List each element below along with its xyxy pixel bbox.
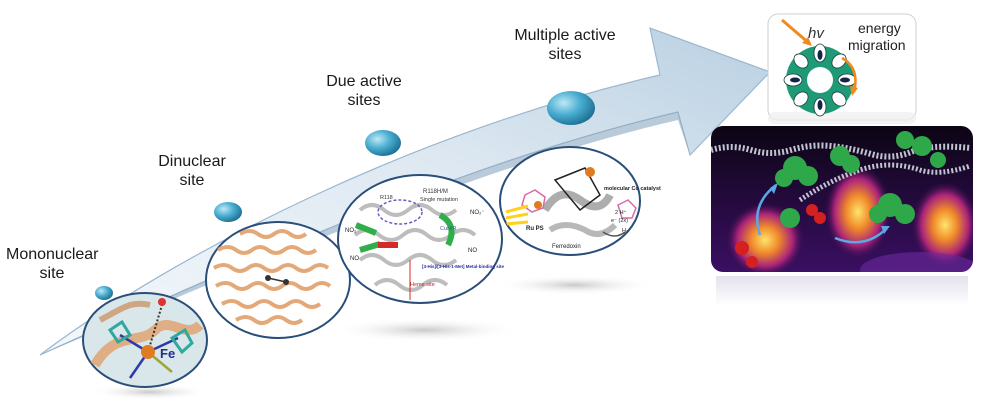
due-mutation-sub: Single mutation — [420, 197, 458, 203]
sphere-multiple — [547, 91, 595, 125]
inset-due — [337, 174, 503, 304]
stage-label-multiple: Multiple active sites — [514, 27, 616, 63]
afm-heatmap-panel — [711, 126, 973, 306]
multi-protein: Ferredoxin — [552, 244, 581, 250]
inset-multiple — [499, 146, 641, 256]
stage-label-mononuclear: Mononuclear site — [6, 246, 99, 282]
energy-migration-panel — [767, 13, 917, 124]
due-mutation: R118H/M — [423, 189, 448, 195]
sphere-due — [365, 130, 401, 156]
multi-electrons: e⁻ (2x) — [611, 218, 628, 224]
migration-label: migration — [848, 37, 906, 53]
due-no-2: NO — [350, 256, 359, 262]
sphere-mononuclear — [95, 286, 113, 300]
multi-product: H₂ — [622, 228, 628, 234]
due-cunir: CuNIR — [440, 226, 457, 232]
fe-label: Fe — [160, 346, 175, 361]
due-site-label: [3-His]/[3-His-1-Met] Metal-binding site — [422, 264, 504, 269]
inset-dinuclear — [205, 221, 351, 339]
due-no-3: NO₂⁻ — [470, 210, 485, 216]
shadow-mono — [90, 384, 210, 400]
multi-ps: Ru PS — [526, 226, 544, 232]
shadow-due — [330, 318, 520, 342]
multi-protons: 2 H⁺ — [615, 209, 627, 216]
stage-label-due: Due active sites — [326, 73, 402, 109]
energy-label: energy — [858, 20, 901, 36]
shadow-multi — [495, 275, 655, 295]
due-heme: Heme site — [410, 282, 435, 288]
hv-label: hv — [808, 25, 825, 42]
stage-label-dinuclear: Dinuclear site — [158, 153, 226, 189]
multi-catalyst: molecular Co catalyst — [604, 186, 661, 192]
due-no-4: NO — [468, 248, 477, 254]
due-residue: R118 — [380, 195, 393, 201]
sphere-dinuclear — [214, 202, 242, 222]
inset-mononuclear — [82, 292, 208, 388]
due-no-1: NO₂⁻ — [345, 228, 360, 234]
